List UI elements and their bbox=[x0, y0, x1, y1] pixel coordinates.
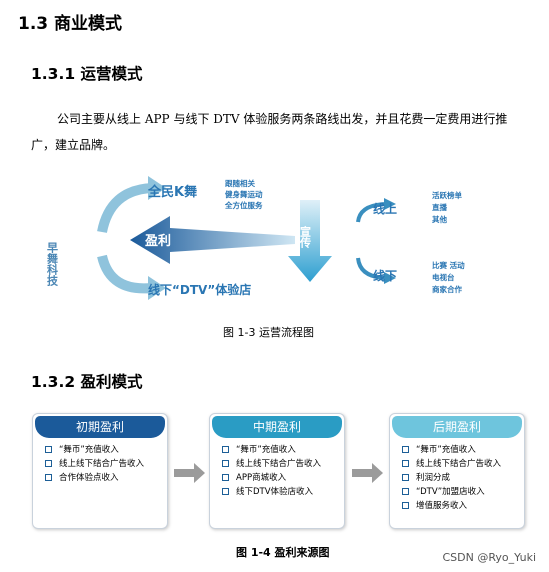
square-bullet-icon bbox=[402, 446, 409, 453]
stage-arrow-2 bbox=[352, 463, 383, 483]
profit-arrow bbox=[130, 216, 295, 264]
offline-note-3: 商家合作 bbox=[432, 284, 462, 294]
product-note-3: 全方位服务 bbox=[224, 200, 263, 210]
offline-note-1: 比赛 活动 bbox=[432, 260, 465, 270]
operation-paragraph: 公司主要从线上 APP 与线下 DTV 体验服务两条路线出发，并且花费一定费用进… bbox=[31, 112, 508, 152]
stage-title: 中期盈利 bbox=[212, 416, 342, 438]
online-label: 线上 bbox=[373, 201, 397, 216]
curve-arrow-top bbox=[97, 183, 153, 234]
square-bullet-icon bbox=[402, 488, 409, 495]
online-note-1: 活跃榜单 bbox=[432, 190, 462, 200]
page-title: 1.3 商业模式 bbox=[18, 14, 123, 34]
square-bullet-icon bbox=[222, 474, 229, 481]
stage-item-text: 线上线下结合广告收入 bbox=[416, 459, 502, 469]
stage-title: 后期盈利 bbox=[392, 416, 522, 438]
stage-arrow-1 bbox=[174, 463, 205, 483]
stage-item: 线上线下结合广告收入 bbox=[45, 457, 163, 471]
stage-item: 利润分成 bbox=[402, 471, 520, 485]
promo-arrow bbox=[288, 200, 332, 282]
offline-store-label: 线下“DTV”体验店 bbox=[148, 282, 251, 297]
online-note-3: 其他 bbox=[432, 214, 447, 224]
right-curve-top bbox=[356, 202, 389, 223]
profit-label: 盈利 bbox=[144, 233, 171, 249]
offline-label: 线下 bbox=[373, 268, 397, 283]
stage-item-text: “舞币”充值收入 bbox=[416, 445, 476, 455]
company-label: 早舞科技 bbox=[46, 242, 59, 287]
online-note-2: 直播 bbox=[432, 202, 447, 212]
stage-item: “舞币”充值收入 bbox=[45, 443, 163, 457]
stage-item: 线上线下结合广告收入 bbox=[222, 457, 340, 471]
product-note-2: 健身舞运动 bbox=[225, 189, 263, 199]
square-bullet-icon bbox=[402, 502, 409, 509]
stage-item-list: “舞币”充值收入线上线下结合广告收入 APP商城收入线下DTV体验店收入 bbox=[210, 443, 344, 499]
stage-item: 合作体验点收入 bbox=[45, 471, 163, 485]
stage-item-text: 线下DTV体验店收入 bbox=[236, 487, 314, 497]
stage-item: APP商城收入 bbox=[222, 471, 340, 485]
square-bullet-icon bbox=[222, 460, 229, 467]
stage-item: 增值服务收入 bbox=[402, 499, 520, 513]
curve-arrowhead-bottom bbox=[148, 276, 166, 300]
stage-card-mid: 中期盈利 “舞币”充值收入线上线下结合广告收入 APP商城收入线下DTV体验店收入 bbox=[209, 413, 345, 529]
stage-item-text: 利润分成 bbox=[416, 473, 451, 483]
square-bullet-icon bbox=[402, 460, 409, 467]
stage-item-list: “舞币”充值收入线上线下结合广告收入合作体验点收入 bbox=[33, 443, 167, 485]
product-note-1: 跟随相关 bbox=[225, 178, 255, 188]
square-bullet-icon bbox=[45, 474, 52, 481]
curve-arrowhead-top bbox=[148, 176, 166, 200]
figure-caption-1-4: 图 1-4 盈利来源图 bbox=[236, 546, 330, 559]
stage-item-text: 线上线下结合广告收入 bbox=[236, 459, 322, 469]
curve-arrow-bottom bbox=[97, 254, 153, 294]
right-curve-bottom bbox=[356, 257, 389, 280]
product-label: 全民K舞 bbox=[147, 184, 197, 200]
right-arrowhead-top bbox=[384, 198, 396, 210]
section-heading-operation: 1.3.1 运营模式 bbox=[31, 65, 143, 83]
square-bullet-icon bbox=[45, 460, 52, 467]
stage-item-text: 线上线下结合广告收入 bbox=[59, 459, 145, 469]
stage-card-late: 后期盈利 “舞币”充值收入线上线下结合广告收入利润分成 “DTV”加盟店收入增值服务… bbox=[389, 413, 525, 529]
stage-item-text: “舞币”充值收入 bbox=[59, 445, 119, 455]
stage-item-text: “DTV”加盟店收入 bbox=[416, 487, 485, 497]
square-bullet-icon bbox=[45, 446, 52, 453]
stage-item-list: “舞币”充值收入线上线下结合广告收入利润分成 “DTV”加盟店收入增值服务收入 bbox=[390, 443, 524, 513]
stage-item: “DTV”加盟店收入 bbox=[402, 485, 520, 499]
stage-item-text: APP商城收入 bbox=[236, 473, 287, 483]
stage-item-text: “舞币”充值收入 bbox=[236, 445, 296, 455]
stage-item-text: 合作体验点收入 bbox=[59, 473, 119, 483]
operation-flow-diagram: 早舞科技 全民K舞 跟随相关 健身舞运动 全方位服务 盈利 线下“DTV”体验店… bbox=[46, 176, 465, 300]
figure-caption-1-3: 图 1-3 运营流程图 bbox=[223, 326, 314, 339]
stage-item: 线上线下结合广告收入 bbox=[402, 457, 520, 471]
stage-card-early: 初期盈利 “舞币”充值收入线上线下结合广告收入合作体验点收入 bbox=[32, 413, 168, 529]
section-heading-profit: 1.3.2 盈利模式 bbox=[31, 373, 143, 391]
right-arrowhead-bottom bbox=[384, 272, 396, 284]
square-bullet-icon bbox=[222, 488, 229, 495]
stage-item: “舞币”充值收入 bbox=[222, 443, 340, 457]
stage-item: “舞币”充值收入 bbox=[402, 443, 520, 457]
offline-note-2: 电视台 bbox=[432, 272, 455, 282]
square-bullet-icon bbox=[222, 446, 229, 453]
square-bullet-icon bbox=[402, 474, 409, 481]
promo-label: 宣传 bbox=[299, 225, 313, 249]
watermark: CSDN @Ryo_Yuki bbox=[442, 551, 537, 564]
stage-item: 线下DTV体验店收入 bbox=[222, 485, 340, 499]
stage-title: 初期盈利 bbox=[35, 416, 165, 438]
stage-item-text: 增值服务收入 bbox=[416, 501, 468, 511]
